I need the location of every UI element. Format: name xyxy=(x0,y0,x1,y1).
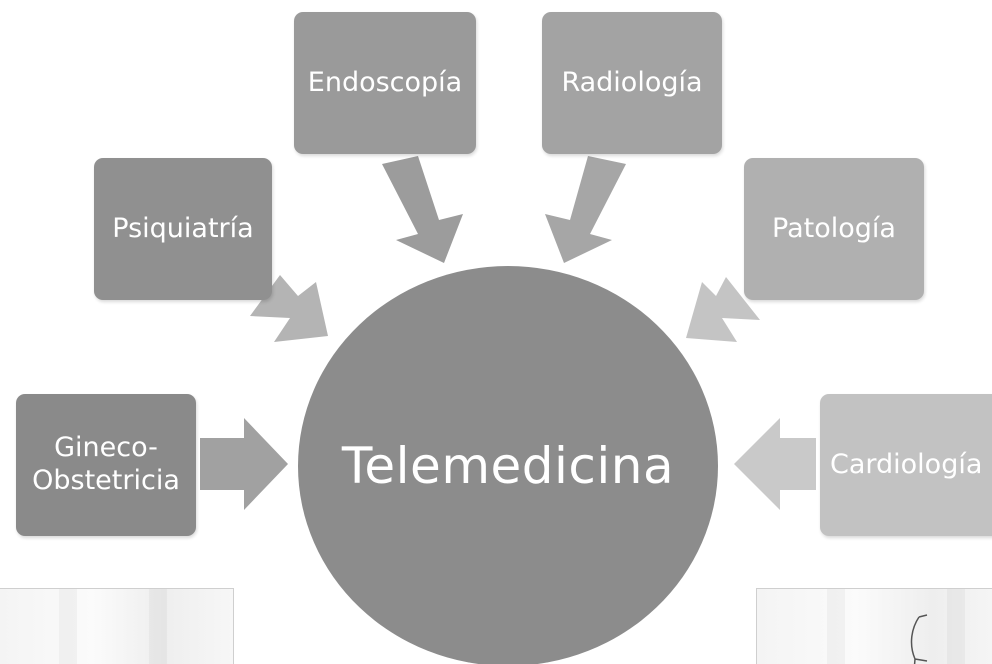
arrow-endoscopia xyxy=(382,156,463,263)
node-radiologia: Radiología xyxy=(542,12,722,154)
node-cardiologia: Cardiología xyxy=(820,394,992,536)
figure-sketch-icon xyxy=(910,614,928,664)
arrow-radiologia xyxy=(545,156,626,263)
center-node-telemedicina: Telemedicina xyxy=(298,266,718,664)
center-node-label: Telemedicina xyxy=(341,437,675,495)
node-label: Patología xyxy=(772,212,896,244)
node-label: Psiquiatría xyxy=(112,212,254,244)
background-photo-left xyxy=(0,588,234,664)
node-psiquiatria: Psiquiatría xyxy=(94,158,272,300)
node-gineco-obstetricia: Gineco- Obstetricia xyxy=(16,394,196,536)
arrow-patologia xyxy=(686,277,760,342)
node-label: Cardiología xyxy=(830,448,983,480)
arrow-gineco xyxy=(200,418,288,510)
node-label-line-1: Gineco- xyxy=(54,432,158,464)
node-label: Radiología xyxy=(561,66,703,98)
node-label-line-2: Obstetricia xyxy=(32,465,180,496)
node-patologia: Patología xyxy=(744,158,924,300)
arrow-cardiologia xyxy=(734,418,816,510)
background-photo-right xyxy=(756,588,992,664)
node-label: Endoscopía xyxy=(307,66,463,98)
node-endoscopia: Endoscopía xyxy=(294,12,476,154)
